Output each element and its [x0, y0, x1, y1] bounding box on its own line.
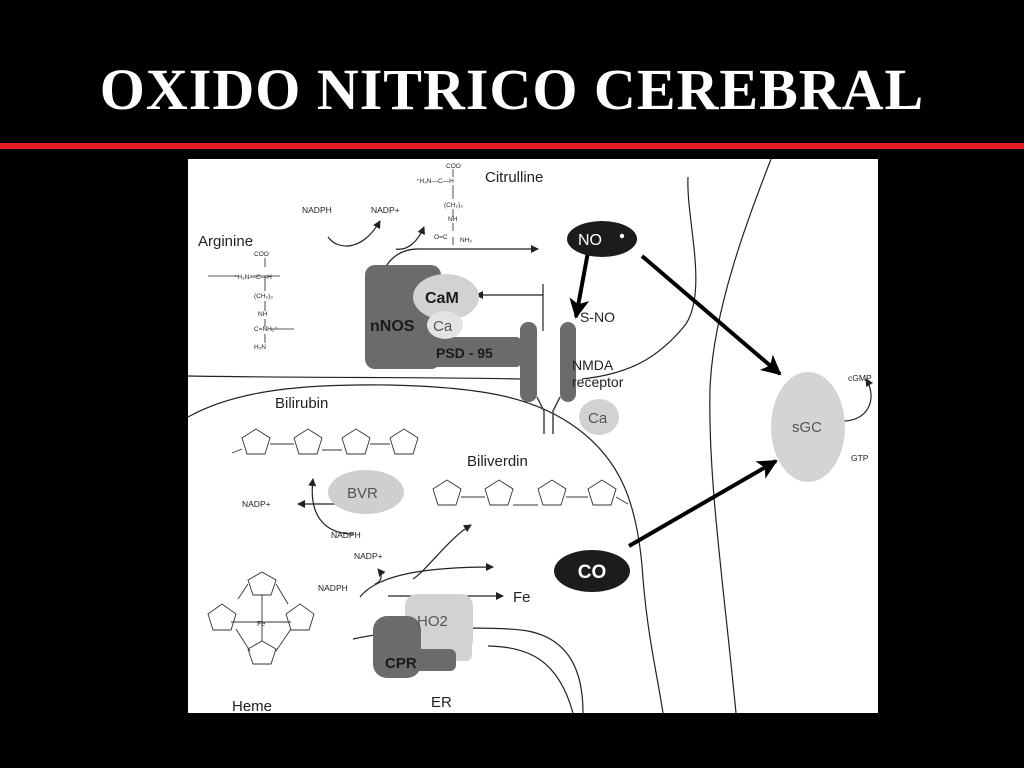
- no-label: NO: [578, 232, 602, 249]
- nnos-complex: [365, 265, 522, 369]
- ca-nnos-blob: [427, 311, 463, 339]
- svg-text:H₂N: H₂N: [254, 344, 266, 351]
- nadph-ho-label: NADPH: [318, 583, 348, 593]
- biliverdin-structure: [432, 479, 629, 506]
- gas-signal-arrows: [569, 251, 782, 548]
- ho2-cpr-complex: [373, 594, 473, 678]
- cpr-label: CPR: [385, 655, 417, 672]
- ho2-block: [405, 594, 473, 652]
- fe-label: Fe: [513, 589, 531, 606]
- arginine-label: Arginine: [198, 233, 253, 250]
- cgmp-label: cGMP: [848, 373, 872, 383]
- gtp-label: GTP: [851, 453, 869, 463]
- co-badge: [554, 550, 630, 592]
- nadph-bvr-label: NADPH: [331, 530, 361, 540]
- sgc-enzyme: [771, 372, 845, 482]
- s-no-label: S-NO: [580, 309, 615, 325]
- svg-text:⁺H₃N—C—H: ⁺H₃N—C—H: [416, 178, 454, 185]
- cam-blob: [413, 274, 479, 320]
- co-label: CO: [578, 562, 607, 583]
- er-label: ER: [431, 694, 452, 711]
- svg-text:NH₂: NH₂: [460, 237, 472, 244]
- nnos-label: nNOS: [370, 318, 415, 335]
- nmda-receptor: [520, 322, 619, 435]
- ca-channel-label: Ca: [588, 410, 608, 427]
- svg-text:COO: COO: [446, 163, 461, 170]
- nitric-oxide-diagram: COO ⁺H₃N—C—H (CH₂)₃ NH C=NH₂⁺ H₂N COO ⁺H…: [188, 159, 878, 713]
- no-badge: [567, 221, 637, 257]
- svg-text:(CH₂)₃: (CH₂)₃: [444, 202, 463, 209]
- svg-text:NH: NH: [258, 311, 268, 318]
- cell-membranes: [188, 159, 772, 713]
- heme-structure: Fe: [207, 571, 315, 665]
- svg-text:C=NH₂⁺: C=NH₂⁺: [254, 326, 278, 333]
- nmda-label-line1: NMDA: [572, 357, 614, 373]
- slide-title: OXIDO NITRICO CEREBRAL: [99, 57, 925, 122]
- bilirubin-structure: [231, 428, 419, 455]
- biliverdin-label: Biliverdin: [467, 453, 528, 470]
- bvr-enzyme: [328, 470, 404, 514]
- svg-text:Fe: Fe: [257, 621, 265, 628]
- nadp-ho-label: NADP+: [354, 551, 383, 561]
- bvr-label: BVR: [347, 485, 378, 502]
- psd95-block: [431, 337, 522, 367]
- title-underline: [0, 143, 1024, 149]
- svg-text:NH: NH: [448, 216, 458, 223]
- nadp-top-label: NADP+: [371, 205, 400, 215]
- nadp-bvr-label: NADP+: [242, 499, 271, 509]
- nmda-label-line2: receptor: [572, 374, 624, 390]
- cam-label: CaM: [425, 290, 459, 307]
- citrulline-structure: COO ⁺H₃N—C—H (CH₂)₃ NH O=C NH₂: [416, 163, 472, 245]
- svg-text:⁺H₃N—C—H: ⁺H₃N—C—H: [234, 274, 272, 281]
- sgc-label: sGC: [792, 419, 822, 436]
- citrulline-label: Citrulline: [485, 169, 543, 186]
- ho2-label: HO2: [417, 613, 448, 630]
- nadph-top-label: NADPH: [302, 205, 332, 215]
- svg-text:O=C: O=C: [434, 234, 448, 241]
- ca-channel-blob: [579, 399, 619, 435]
- psd95-label: PSD - 95: [436, 345, 493, 361]
- arginine-structure: COO ⁺H₃N—C—H (CH₂)₃ NH C=NH₂⁺ H₂N: [208, 251, 294, 351]
- svg-text:(CH₂)₃: (CH₂)₃: [254, 293, 273, 300]
- heme-label: Heme: [232, 698, 272, 713]
- ca-nnos-label: Ca: [433, 318, 453, 335]
- svg-text:COO: COO: [254, 251, 269, 258]
- bilirubin-label: Bilirubin: [275, 395, 328, 412]
